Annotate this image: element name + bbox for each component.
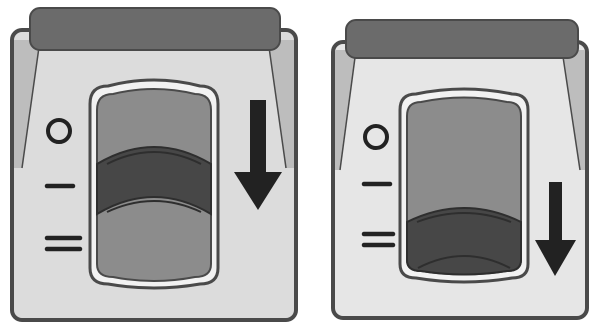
left-switch-panel (10, 7, 298, 322)
left-bevel-left (14, 40, 40, 168)
right-bevel-left (335, 50, 356, 170)
right-slider-window (398, 87, 530, 284)
right-switch-panel (331, 19, 589, 320)
left-mark-circle-icon (46, 118, 72, 144)
right-slider-knob (406, 207, 522, 276)
left-bevel-line-left (21, 39, 41, 169)
left-mark-double-dash-icon (44, 235, 83, 252)
right-top-cap (345, 19, 579, 59)
left-slider-knob (96, 146, 212, 216)
left-arrow-down-icon (234, 100, 282, 210)
right-arrow-down-icon (535, 182, 576, 276)
left-top-cap (29, 7, 281, 51)
right-bevel-line-left (339, 49, 357, 171)
right-bevel-line-right (561, 49, 581, 171)
left-slider-window (88, 78, 220, 290)
right-mark-double-dash-icon (361, 231, 396, 248)
left-bevel-line-right (267, 39, 287, 169)
right-mark-circle-icon (363, 124, 389, 150)
right-bevel-right (562, 50, 585, 170)
left-bevel-right (268, 40, 294, 168)
